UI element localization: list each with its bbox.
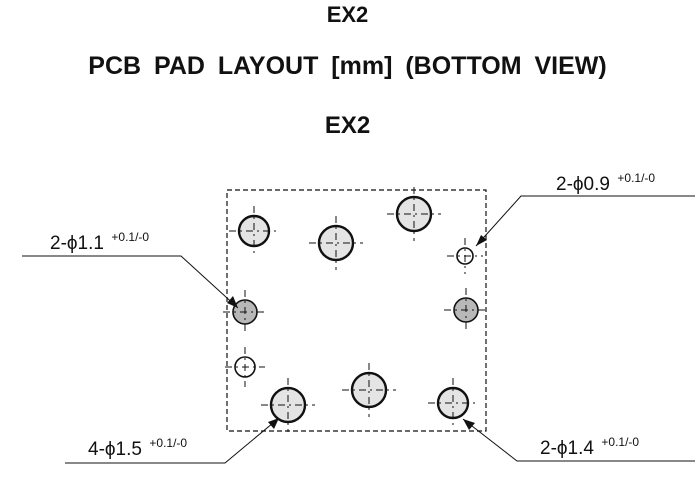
pad-1p1 [229, 206, 279, 256]
callout-label: 2-ϕ1.4 [540, 438, 594, 459]
leader-line [475, 195, 695, 247]
pad-1p5 [261, 378, 315, 432]
pad-group [223, 187, 488, 432]
svg-text:4-ϕ1.5 +0.1/-0: 4-ϕ1.5 +0.1/-0 [88, 436, 187, 460]
pad-1p1 [223, 290, 267, 334]
pad-circle [317, 224, 355, 262]
pad-1p4 [444, 288, 488, 332]
callout-tolerance: +0.1/-0 [617, 171, 655, 185]
pad-0p9 [447, 238, 483, 274]
pad-circle [395, 195, 433, 233]
arrow-head [463, 419, 475, 430]
leader-line [22, 255, 239, 309]
pad-circle [269, 386, 307, 424]
callout-bottom-right: 2-ϕ1.4 +0.1/-0 [462, 418, 695, 462]
arrow-head [476, 235, 487, 246]
pad-1p5 [387, 187, 441, 241]
pad-circle [350, 371, 388, 409]
callout-label: 2-ϕ1.1 [50, 233, 104, 254]
callout-top-right: 2-ϕ0.9 +0.1/-0 [475, 171, 695, 247]
arrow-head [227, 296, 238, 308]
callout-left: 2-ϕ1.1 +0.1/-0 [22, 230, 239, 309]
model-heading: EX2 [326, 2, 369, 27]
leader-line [65, 417, 280, 464]
svg-text:2-ϕ0.9 +0.1/-0: 2-ϕ0.9 +0.1/-0 [556, 171, 655, 195]
callout-tolerance: +0.1/-0 [111, 230, 149, 244]
pad-1p5 [342, 363, 396, 417]
callout-label: 2-ϕ0.9 [556, 174, 610, 195]
svg-text:2-ϕ1.4 +0.1/-0: 2-ϕ1.4 +0.1/-0 [540, 435, 639, 459]
callout-tolerance: +0.1/-0 [149, 436, 187, 450]
model-subheading: EX2 [324, 112, 371, 139]
layout-title: PCB PAD LAYOUT [mm] (BOTTOM VIEW) [88, 52, 607, 80]
pad-0p9 [225, 347, 265, 387]
pad-1p5 [309, 216, 363, 270]
callout-bottom-left: 4-ϕ1.5 +0.1/-0 [65, 417, 280, 464]
callout-tolerance: +0.1/-0 [601, 435, 639, 449]
leader-line [462, 418, 695, 462]
callout-label: 4-ϕ1.5 [88, 439, 142, 460]
arrow-head [268, 418, 279, 429]
pad-1p4 [428, 378, 478, 428]
svg-text:2-ϕ1.1 +0.1/-0: 2-ϕ1.1 +0.1/-0 [50, 230, 149, 254]
board-outline [226, 189, 487, 432]
